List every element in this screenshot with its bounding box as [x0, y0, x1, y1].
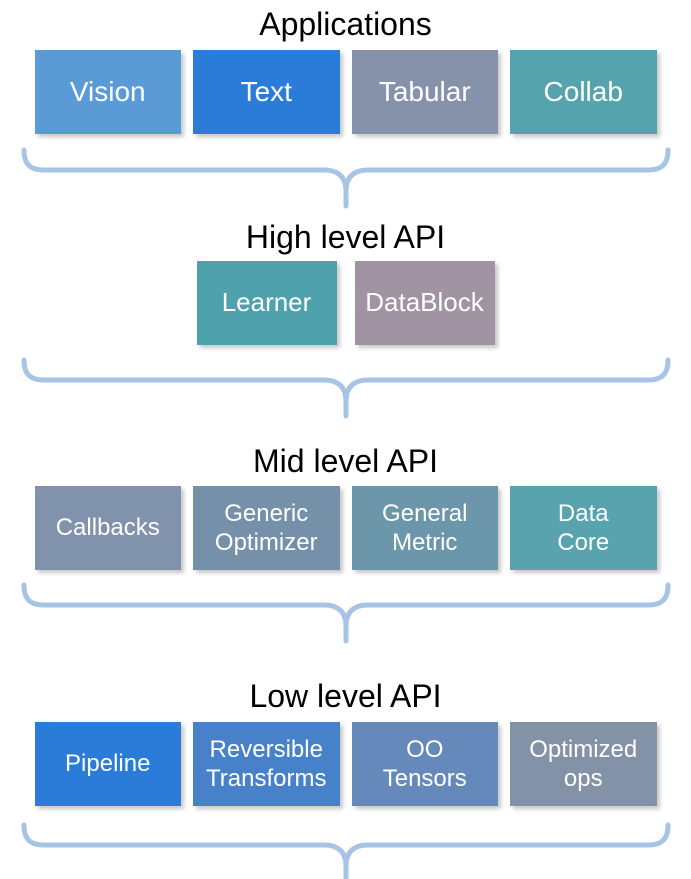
box-collab: Collab [510, 50, 657, 134]
box-oo-tensors: OO Tensors [351, 722, 498, 806]
curly-brace-high-level [21, 357, 670, 419]
box-pipeline: Pipeline [34, 722, 181, 806]
box-general-metric: General Metric [351, 486, 498, 570]
boxes-row: Callbacks Generic Optimizer General Metr… [21, 486, 671, 570]
box-text: Text [193, 50, 340, 134]
box-callbacks: Callbacks [34, 486, 181, 570]
curly-brace-applications [21, 147, 670, 209]
box-tabular: Tabular [351, 50, 498, 134]
boxes-row: Pipeline Reversible Transforms OO Tensor… [21, 722, 671, 806]
section-title: Applications [259, 6, 432, 42]
section-mid-level-api: Mid level API Callbacks Generic Optimize… [21, 441, 671, 644]
curly-brace-mid-level [21, 582, 670, 644]
section-low-level-api: Low level API Pipeline Reversible Transf… [21, 676, 671, 879]
box-data-core: Data Core [510, 486, 657, 570]
section-applications: Applications Vision Text Tabular Collab [21, 4, 671, 209]
box-optimized-ops: Optimized ops [510, 722, 657, 806]
box-label: DataBlock [365, 287, 484, 318]
box-label: Optimized ops [529, 735, 638, 792]
box-label: General Metric [382, 499, 468, 556]
box-label: Pipeline [65, 750, 151, 778]
box-generic-optimizer: Generic Optimizer [193, 486, 340, 570]
box-label: Text [240, 75, 292, 107]
section-title: Low level API [249, 678, 442, 714]
box-label: Learner [221, 287, 312, 318]
box-datablock: DataBlock [354, 261, 495, 345]
section-title: High level API [245, 219, 446, 255]
box-label: Generic Optimizer [214, 499, 318, 556]
box-label: OO Tensors [382, 735, 467, 792]
box-label: Vision [69, 75, 146, 107]
box-label: Tabular [378, 75, 471, 107]
boxes-row: Learner DataBlock [21, 261, 671, 345]
section-high-level-api: High level API Learner DataBlock [21, 217, 671, 419]
box-learner: Learner [196, 261, 337, 345]
fastai-layered-api-diagram: Applications Vision Text Tabular Collab … [21, 4, 671, 879]
box-label: Data Core [557, 499, 610, 556]
box-label: Callbacks [55, 514, 160, 542]
curly-brace-low-level [21, 822, 670, 879]
box-reversible-transforms: Reversible Transforms [193, 722, 340, 806]
box-label: Collab [543, 75, 623, 107]
box-vision: Vision [34, 50, 181, 134]
box-label: Reversible Transforms [206, 735, 327, 792]
boxes-row: Vision Text Tabular Collab [21, 50, 671, 134]
section-title: Mid level API [253, 443, 438, 479]
